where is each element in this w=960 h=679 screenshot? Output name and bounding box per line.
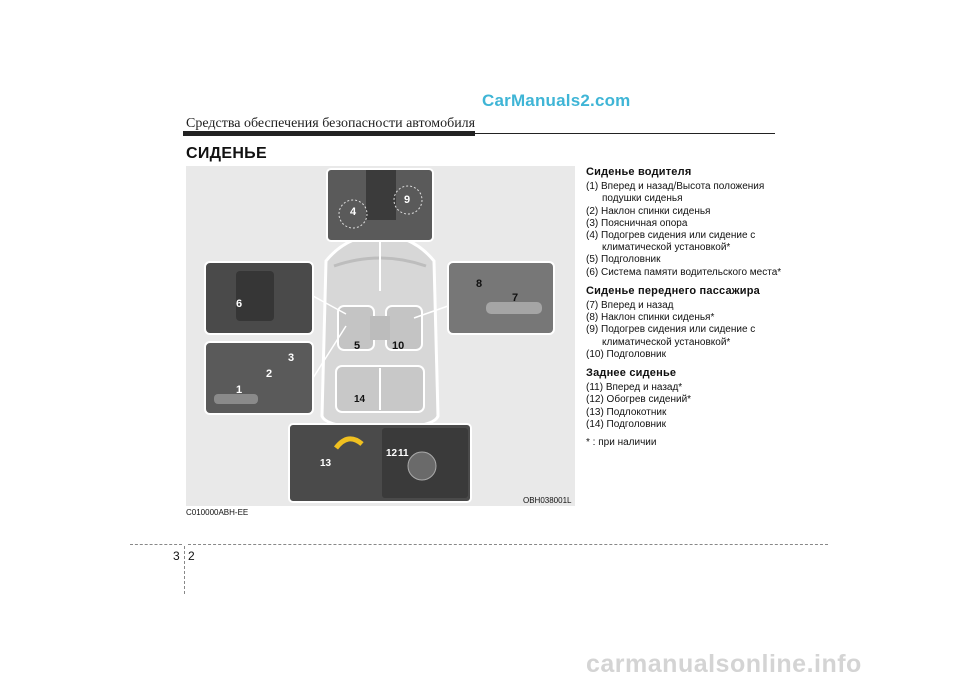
legend-item: (3) Поясничная опора [586,217,688,229]
driver-seat-heading: Сиденье водителя [586,166,692,178]
legend-item: (2) Наклон спинки сиденья [586,205,711,217]
watermark-top: CarManuals2.com [482,91,631,110]
callout-3: 3 [288,352,295,364]
footnote: * : при наличии [586,437,657,449]
seat-legend: Сиденье водителя (1) Вперед и назад/Высо… [586,166,786,449]
figure-code-left: C010000ABH-EE [186,508,249,517]
legend-item: (11) Вперед и назад* [586,382,683,394]
callout-9: 9 [404,194,411,206]
footer-rule-left [130,544,182,545]
passenger-seat-heading: Сиденье переднего пассажира [586,284,760,297]
callout-12: 12 [386,448,398,459]
legend-item: (5) Подголовник [586,254,661,266]
legend-item: (6) Система памяти водительского места* [586,266,782,278]
section-title: СИДЕНЬЕ [186,145,267,162]
page-header-title: Средства обеспечения безопасности автомо… [186,116,476,131]
page-chapter-number: 3 [173,549,180,563]
seats-illustration-svg [204,168,555,503]
callout-2: 2 [266,368,273,380]
legend-item: (8) Наклон спинки сиденья* [586,312,715,324]
header-rule-thin [475,133,775,134]
callout-8: 8 [476,278,483,290]
callout-4: 4 [350,206,357,218]
legend-item: (9) Подогрев сидения или сидение с клима… [586,324,756,348]
callout-13: 13 [320,458,332,469]
rear-seat-heading: Заднее сиденье [586,367,677,380]
legend-item: (10) Подголовник [586,348,666,360]
legend-item: (12) Обогрев сидений* [586,394,692,406]
legend-item: (13) Подлокотник [586,406,667,418]
callout-7: 7 [512,292,519,304]
legend-item: (1) Вперед и назад/Высота положения поду… [586,181,765,205]
header-rule-thick [183,131,475,136]
page-number: 2 [188,549,195,563]
legend-item: (4) Подогрев сидения или сидение с клима… [586,230,756,254]
figure-code-right: OBH038001L [523,496,572,505]
footer-rule-right [188,544,828,545]
callout-5: 5 [354,340,361,352]
callout-11: 11 [398,448,409,459]
watermark-bottom: carmanualsonline.info [586,650,862,678]
legend-item: (14) Подголовник [586,418,666,430]
callout-10: 10 [392,340,405,352]
footer-rule-vertical [184,546,185,594]
callout-1: 1 [236,384,243,396]
seats-illustration: 1 2 3 4 5 6 7 8 9 10 11 12 13 14 [186,166,575,506]
callout-14: 14 [354,394,366,405]
legend-item: (7) Вперед и назад [586,300,674,312]
callout-6: 6 [236,298,243,310]
